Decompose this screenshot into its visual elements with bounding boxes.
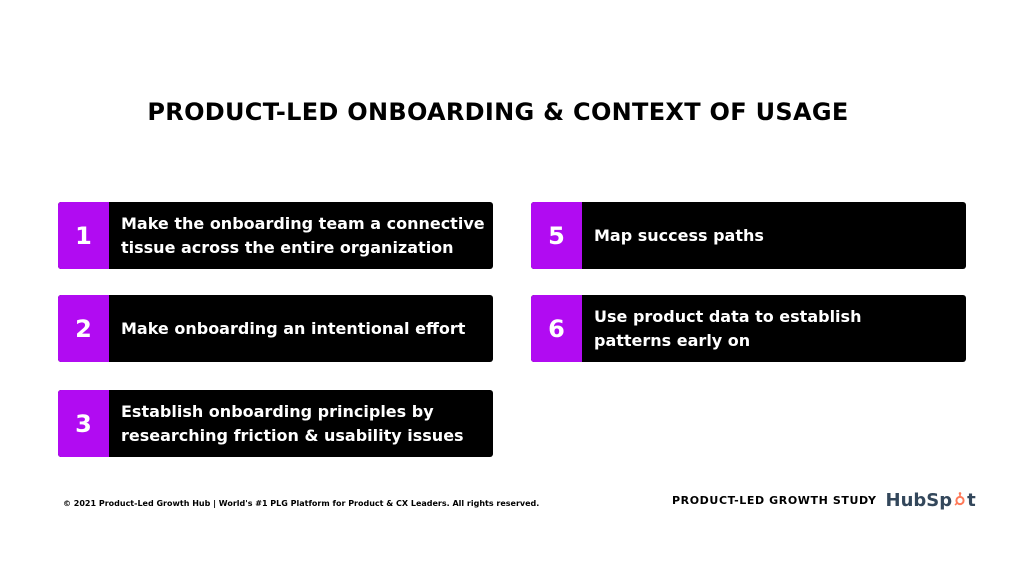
item-number: 1 [58,202,109,269]
item-text: Make the onboarding team a connective ti… [109,202,493,269]
item-text: Use product data to establish patterns e… [582,295,966,362]
item-text-line-2: patterns early on [594,330,751,350]
item-card-6: 6 Use product data to establish patterns… [531,295,966,362]
logo-text-b: t [967,490,976,511]
item-number: 5 [531,202,582,269]
logo-text-a: HubSp [885,490,953,511]
hubspot-logo: HubSp t [886,490,976,511]
item-text-line-2: tissue across the entire organization [121,237,454,257]
item-card-2: 2 Make onboarding an intentional effort [58,295,493,362]
item-number: 2 [58,295,109,362]
item-text-line-1: Map success paths [594,225,764,245]
item-text: Map success paths [582,202,966,269]
item-text: Make onboarding an intentional effort [109,295,493,362]
item-text-line-1: Make onboarding an intentional effort [121,318,466,338]
item-text-line-1: Make the onboarding team a connective [121,213,485,233]
study-label: PRODUCT-LED GROWTH STUDY [672,494,877,507]
item-card-1: 1 Make the onboarding team a connective … [58,202,493,269]
item-card-3: 3 Establish onboarding principles by res… [58,390,493,457]
item-number: 6 [531,295,582,362]
hubspot-sprocket-icon [954,491,965,506]
copyright-notice: © 2021 Product-Led Growth Hub | World's … [63,499,540,508]
item-text-line-2: researching friction & usability issues [121,425,464,445]
item-text-line-1: Establish onboarding principles by [121,401,434,421]
item-text-line-1: Use product data to establish [594,306,862,326]
item-text: Establish onboarding principles by resea… [109,390,493,457]
item-card-5: 5 Map success paths [531,202,966,269]
footer-branding: PRODUCT-LED GROWTH STUDY HubSp t [672,490,976,511]
item-number: 3 [58,390,109,457]
page-title: PRODUCT-LED ONBOARDING & CONTEXT OF USAG… [147,98,849,126]
